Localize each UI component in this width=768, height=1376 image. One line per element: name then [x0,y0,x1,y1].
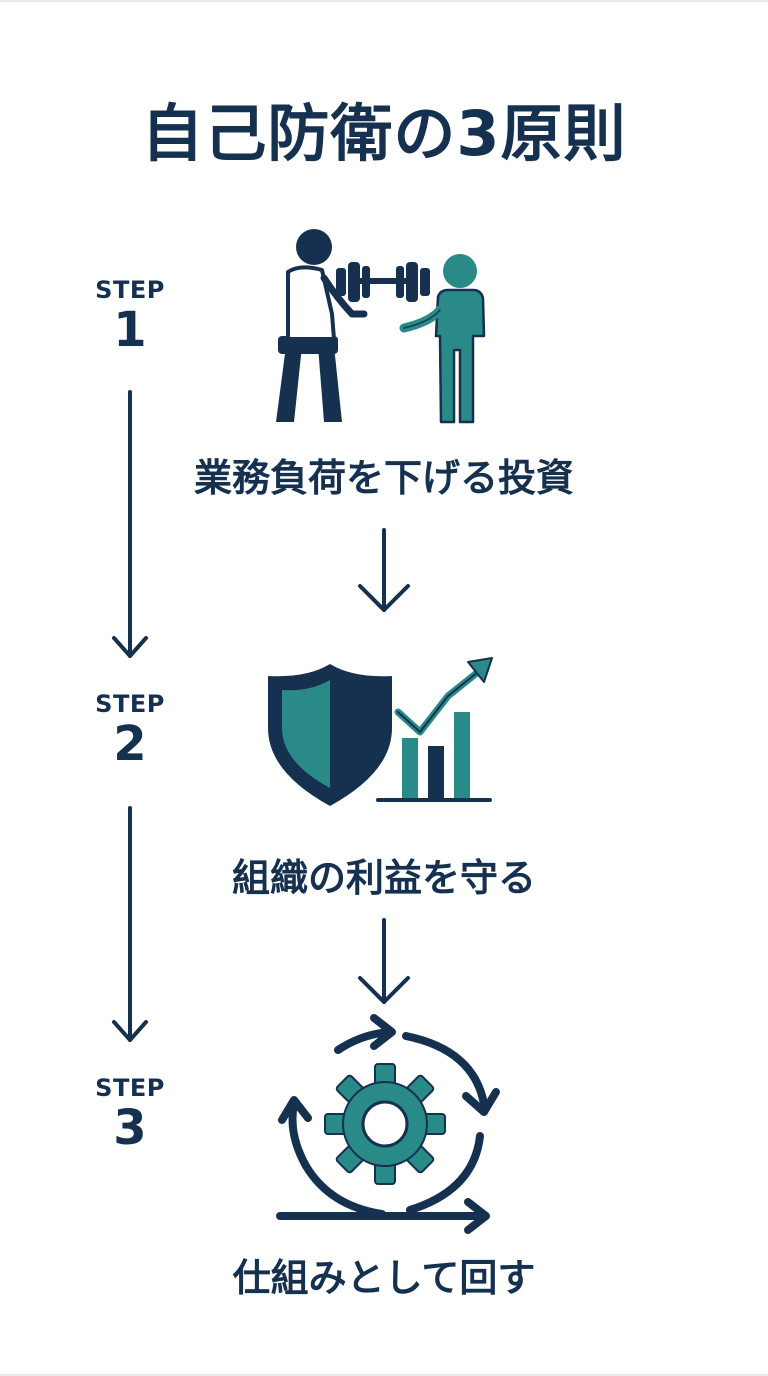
step-2-marker: STEP 2 [80,692,180,768]
step-3-number: 3 [113,1100,147,1156]
step-3-description: 仕組みとして回す [232,1256,536,1300]
gear-cycle-icon [276,1014,500,1234]
center-arrow-1 [358,528,410,612]
step-3-marker: STEP 3 [80,1076,180,1152]
timeline-arrow-1-to-2 [112,390,148,658]
fitness-support-icon [276,229,486,424]
step-1-number: 1 [113,302,147,358]
top-border [0,0,768,2]
step-2-description: 組織の利益を守る [231,856,536,900]
center-arrow-2 [358,918,410,1004]
step-1-description: 業務負荷を下げる投資 [193,456,574,500]
bottom-border [0,1374,768,1376]
timeline-arrow-2-to-3 [112,806,148,1042]
step-1-marker: STEP 1 [80,278,180,354]
step-1-label: STEP [95,276,165,304]
step-3-label: STEP [95,1074,165,1102]
shield-growth-icon [268,657,493,806]
step-2-number: 2 [113,716,147,772]
page-title: 自己防衛の3原則 [141,96,627,170]
step-2-label: STEP [95,690,165,718]
